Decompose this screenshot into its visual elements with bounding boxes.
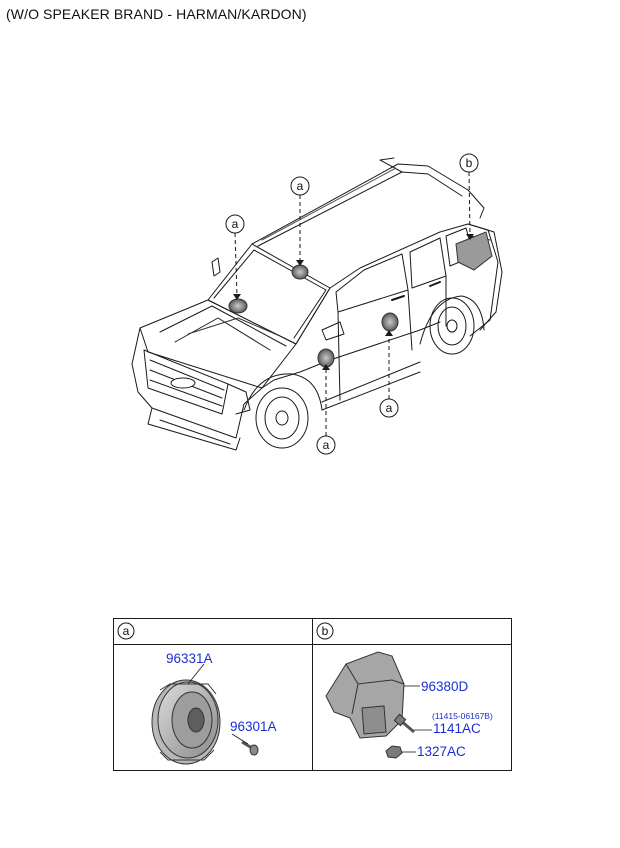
table-header-b: b — [316, 622, 334, 640]
svg-text:b: b — [322, 624, 329, 638]
table-header-a: a — [117, 622, 135, 640]
screw-illustration — [241, 740, 259, 756]
part-96331A: 96331A — [166, 651, 213, 666]
part-96301A: 96301A — [230, 719, 277, 734]
leader-lines-a — [187, 663, 249, 745]
callout-a-3: a — [379, 398, 399, 418]
diagram-title: (W/O SPEAKER BRAND - HARMAN/KARDON) — [6, 6, 307, 22]
parts-table — [113, 618, 512, 771]
svg-text:a: a — [386, 401, 393, 415]
svg-text:a: a — [232, 217, 239, 231]
bolt-illustration — [393, 713, 415, 734]
svg-text:a: a — [297, 179, 304, 193]
door-speaker-illustration — [151, 679, 221, 765]
svg-text:a: a — [323, 438, 330, 452]
woofer-bracket-illustration — [325, 651, 405, 739]
part-1141AC: 1141AC — [433, 721, 481, 736]
callout-a-2: a — [290, 176, 310, 196]
part-96380D: 96380D — [421, 679, 469, 694]
part-1327AC: 1327AC — [417, 744, 466, 759]
callout-b: b — [459, 153, 479, 173]
callout-a-1: a — [225, 214, 245, 234]
nut-illustration — [385, 745, 403, 759]
leader-lines — [234, 171, 471, 436]
svg-text:b: b — [466, 156, 473, 170]
callout-a-4: a — [316, 435, 336, 455]
leader-lines-b — [402, 685, 432, 753]
part-1141AC-ref: (11415-06167B) — [432, 711, 493, 721]
vehicle-illustration — [131, 157, 503, 451]
svg-text:a: a — [123, 624, 130, 638]
vehicle-speaker-markers — [228, 231, 493, 368]
leader-arrowheads — [233, 234, 474, 370]
